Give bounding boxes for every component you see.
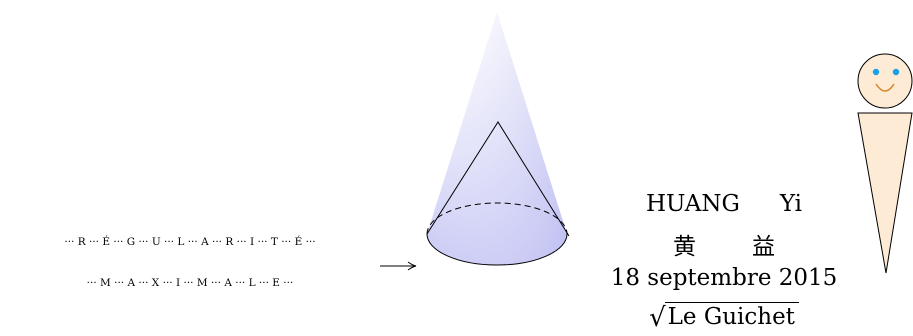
separator-dots: ··· <box>85 236 103 248</box>
separator-dots: ··· <box>184 236 202 248</box>
regularite-letter: U <box>151 236 161 248</box>
regularite-letter: I <box>249 236 255 248</box>
body-triangle <box>857 112 913 274</box>
separator-dots: ··· <box>231 277 249 289</box>
face-circle <box>857 53 913 109</box>
regularite-letter: T <box>270 236 278 248</box>
separator-dots: ··· <box>135 277 152 289</box>
date-text: 18 septembre 2015 <box>610 265 838 291</box>
separator-dots: ··· <box>207 277 225 289</box>
maximale-letter: I <box>175 277 181 289</box>
separator-dots: ··· <box>64 236 78 248</box>
venue-sqrt: √Le Guichet <box>592 302 856 333</box>
regularite-letter: G <box>126 236 136 248</box>
separator-dots: ··· <box>86 277 101 289</box>
given-name-cjk: 益 <box>752 234 775 260</box>
word-line-regularite: ··· R ··· É ··· G ··· U ··· L ··· A ··· … <box>10 236 370 248</box>
cone-figure <box>426 12 570 266</box>
separator-dots: ··· <box>302 236 316 248</box>
cone-base-front <box>426 233 568 266</box>
maximale-letter: M <box>100 277 111 289</box>
family-name-cjk: 黄 <box>673 234 696 260</box>
right-eye <box>892 68 900 76</box>
regularite-letter: A <box>201 236 209 248</box>
separator-dots: ··· <box>110 277 128 289</box>
regularite-letter: R <box>225 236 234 248</box>
radical-sign-icon: √ <box>649 303 666 333</box>
separator-dots: ··· <box>279 277 294 289</box>
venue-text: Le Guichet <box>664 302 799 330</box>
separator-dots: ··· <box>233 236 250 248</box>
family-name-latin: HUANG <box>646 191 740 217</box>
right-arrow-icon <box>380 261 417 271</box>
given-name-latin: Yi <box>779 191 802 217</box>
separator-dots: ··· <box>135 236 152 248</box>
left-eye <box>872 68 880 76</box>
maximale-letter: E <box>272 277 280 289</box>
maximale-letter: A <box>224 277 232 289</box>
separator-dots: ··· <box>160 236 178 248</box>
mouth <box>875 83 895 92</box>
cone-base-back <box>426 202 568 235</box>
separator-dots: ··· <box>208 236 226 248</box>
separator-dots: ··· <box>110 236 127 248</box>
regularite-letter: É <box>102 236 111 248</box>
separator-dots: ··· <box>180 277 197 289</box>
regularite-letter: R <box>77 236 86 248</box>
author-name-cjk: 黄益 <box>592 227 856 261</box>
smiley-figure <box>857 53 913 274</box>
word-line-maximale: ··· M ··· A ··· X ··· I ··· M ··· A ··· … <box>10 277 370 289</box>
maximale-letter: L <box>248 277 256 289</box>
regularite-letter: É <box>294 236 303 248</box>
maximale-letter: A <box>127 277 136 289</box>
regularite-letter: L <box>177 236 185 248</box>
separator-dots: ··· <box>255 277 273 289</box>
separator-dots: ··· <box>159 277 176 289</box>
maximale-letter: M <box>196 277 208 289</box>
maximale-letter: X <box>151 277 160 289</box>
separator-dots: ··· <box>277 236 295 248</box>
author-name-latin: HUANG Yi <box>592 191 856 217</box>
separator-dots: ··· <box>254 236 271 248</box>
inner-cone-edge <box>426 121 570 237</box>
